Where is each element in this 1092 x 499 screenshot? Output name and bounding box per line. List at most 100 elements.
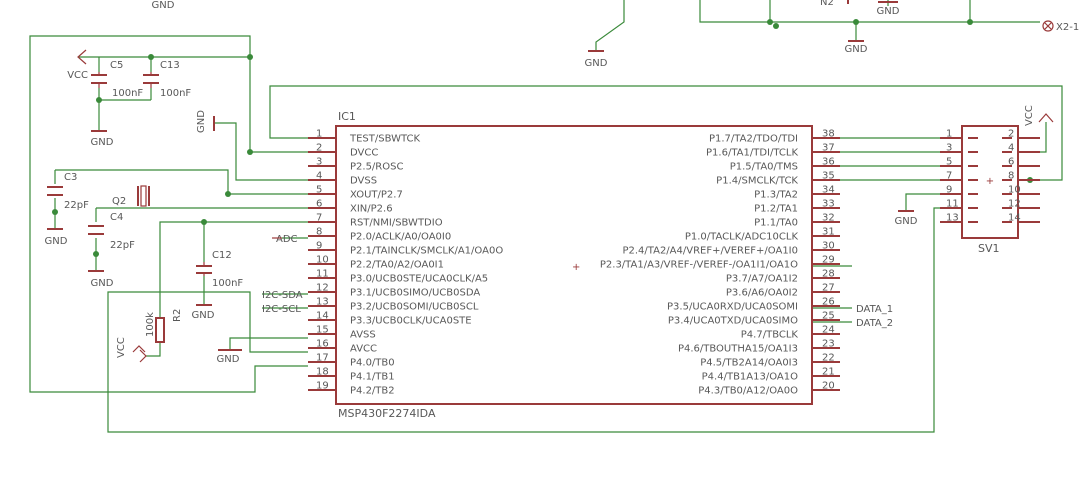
gnd-label-top: GND — [152, 0, 175, 11]
capacitor-c13[interactable]: C13 100nF — [143, 60, 191, 99]
n2-label: N2 — [820, 0, 834, 8]
ic1-pin-label: P1.3/TA2 — [754, 190, 798, 201]
c4-name: C4 — [110, 212, 123, 223]
ic1-pin-label: P3.1/UCB0SIMO/UCB0SDA — [350, 288, 480, 299]
x2-connector[interactable] — [1042, 20, 1054, 32]
ic1-pin-number: 14 — [316, 311, 329, 322]
svg-text:GND: GND — [585, 58, 608, 69]
ic1-pin-label: P3.0/UCB0STE/UCA0CLK/A5 — [350, 274, 488, 285]
vcc-symbol-c5: VCC — [67, 49, 88, 81]
capacitor-c5[interactable]: C5 100nF — [91, 60, 143, 99]
sv1-pin-number: 12 — [1008, 199, 1021, 210]
ic1-pin-label: RST/NMI/SBWTDIO — [350, 218, 443, 229]
net-label-adc: ADC — [276, 234, 298, 245]
ic1-pin-number: 16 — [316, 339, 329, 350]
svg-text:GND: GND — [192, 310, 215, 321]
sv1-pin-number: 5 — [946, 157, 952, 168]
svg-text:VCC: VCC — [67, 70, 88, 81]
gnd-symbol-c3: GND — [45, 228, 68, 247]
c13-name: C13 — [160, 60, 180, 71]
ic1-pin-number: 15 — [316, 325, 329, 336]
ic1-pin-number: 23 — [822, 339, 835, 350]
ic1-pin-number: 13 — [316, 297, 329, 308]
c3-value: 22pF — [64, 200, 89, 211]
ic1-pin-number: 1 — [316, 129, 322, 140]
svg-text:GND: GND — [91, 137, 114, 148]
vcc-label-left: VCC — [116, 337, 127, 358]
crystal-q2[interactable]: Q2 — [112, 185, 150, 207]
capacitor-c12[interactable]: C12 100nF — [196, 250, 243, 289]
ic1-pin-number: 26 — [822, 297, 835, 308]
ic1-pin-number: 11 — [316, 269, 329, 280]
svg-text:GND: GND — [45, 236, 68, 247]
sv1-pin-number: 9 — [946, 185, 952, 196]
c12-name: C12 — [212, 250, 232, 261]
ic1-pin-number: 31 — [822, 227, 835, 238]
capacitor-c3[interactable]: C3 22pF — [47, 172, 89, 211]
ic1-pin-label: P3.5/UCA0RXD/UCA0SOMI — [667, 302, 798, 313]
ic1-pin-label: P3.7/A7/OA1I2 — [726, 274, 798, 285]
svg-text:VCC: VCC — [1024, 105, 1035, 126]
ic1-pin-label: P4.7/TBCLK — [741, 330, 799, 341]
ic1-pin-number: 33 — [822, 199, 835, 210]
sv1-pin-number: 7 — [946, 171, 952, 182]
ic1-pin-number: 27 — [822, 283, 835, 294]
ic1-right-pins: 38P1.7/TA2/TDO/TDI37P1.6/TA1/TDI/TCLK36P… — [600, 129, 840, 397]
ic1-pin-label: P2.0/ACLK/A0/OA0I0 — [350, 232, 451, 243]
gnd-symbol-sv1: GND — [895, 210, 918, 227]
gnd-symbol-avss: GND — [217, 349, 242, 365]
gnd-symbol-top-2: GND — [845, 40, 868, 55]
ic1-pin-label: P4.5/TB2A14/OA0I3 — [700, 358, 798, 369]
ic1-pin-number: 24 — [822, 325, 835, 336]
wires — [29, 0, 1063, 433]
sv1-pin-number: 1 — [946, 129, 952, 140]
net-label-data-1: DATA_1 — [856, 304, 893, 315]
gnd-symbol-top-1: GND — [585, 50, 608, 69]
sv1-pin-number: 4 — [1008, 143, 1014, 154]
ic1-pin-number: 21 — [822, 367, 835, 378]
ic1-pin-label: P1.7/TA2/TDO/TDI — [709, 134, 798, 145]
q2-name: Q2 — [112, 196, 126, 207]
x2-label: X2-1 — [1056, 22, 1079, 33]
vcc-symbol-sv1: VCC — [1024, 105, 1054, 126]
ic1-pin-label: P2.4/TA2/A4/VREF+/VEREF+/OA1I0 — [622, 246, 798, 257]
svg-text:GND: GND — [877, 6, 900, 17]
ic1-pin-number: 34 — [822, 185, 835, 196]
ic1-pin-label: P4.1/TB1 — [350, 372, 395, 383]
ic1-pin-label: P3.2/UCB0SOMI/UCB0SCL — [350, 302, 479, 313]
ic1-pin-number: 25 — [822, 311, 835, 322]
ic1-pin-number: 30 — [822, 241, 835, 252]
ic1-pin-label: P3.4/UCA0TXD/UCA0SIMO — [668, 316, 798, 327]
ic1-pin-label: P2.5/ROSC — [350, 162, 403, 173]
ic1-pin-label: P3.3/UCB0CLK/UCA0STE — [350, 316, 472, 327]
vcc-symbol-r2 — [132, 345, 147, 363]
ic1-pin-number: 18 — [316, 367, 329, 378]
ic1-pin-label: P4.0/TB0 — [350, 358, 395, 369]
sv1-pin-number: 14 — [1008, 213, 1021, 224]
ic1-pin-number: 29 — [822, 255, 835, 266]
ic1-pin-label: P1.4/SMCLK/TCK — [716, 176, 798, 187]
gnd-symbol-c4: GND — [88, 270, 114, 289]
resistor-r2[interactable]: 100k R2 — [145, 309, 183, 343]
ic1-pin-label: TEST/SBWTCK — [349, 134, 420, 145]
ic1-pin-number: 5 — [316, 185, 322, 196]
ic1-pin-number: 38 — [822, 129, 835, 140]
ic1-pin-label: P4.2/TB2 — [350, 386, 395, 397]
ic1-pin-number: 32 — [822, 213, 835, 224]
ic1-pin-label: DVSS — [350, 176, 377, 187]
ic1-pin-label: P2.3/TA1/A3/VREF-/VEREF-/OA1I1/OA1O — [600, 260, 798, 271]
sv1-pin-number: 10 — [1008, 185, 1021, 196]
sv1-pin-number: 11 — [946, 199, 959, 210]
ic1-pin-label: P2.2/TA0/A2/OA0I1 — [350, 260, 444, 271]
ic1-pin-label: P1.0/TACLK/ADC10CLK — [685, 232, 799, 243]
ic1-pin-number: 28 — [822, 269, 835, 280]
capacitor-c4[interactable]: C4 22pF — [88, 212, 135, 251]
ic1-pin-number: 9 — [316, 241, 322, 252]
gnd-symbol-top-3: GND — [877, 1, 900, 17]
ic1-pin-label: P3.6/A6/OA0I2 — [726, 288, 798, 299]
sv1-name: SV1 — [978, 242, 1000, 255]
